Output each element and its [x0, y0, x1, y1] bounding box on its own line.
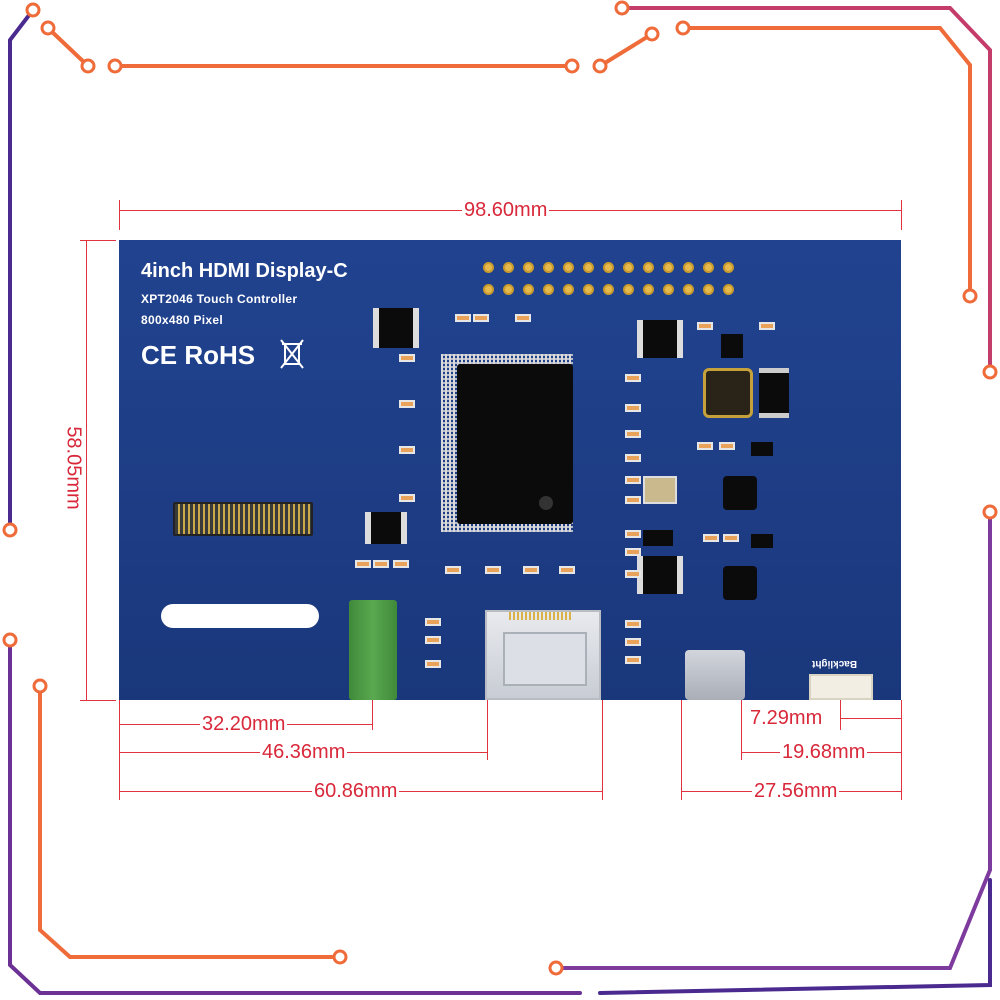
resolution-label: 800x480 Pixel	[141, 313, 223, 327]
crystal	[643, 476, 677, 504]
ic-right-4	[723, 566, 757, 600]
mounting-slot	[161, 604, 319, 628]
hdmi-pins	[509, 612, 573, 620]
backlight-label: Backlight	[812, 658, 858, 669]
hdmi-port	[485, 610, 601, 700]
ic-right-2	[637, 556, 683, 594]
dim-hdmi-left: 46.36mm	[260, 741, 348, 763]
dim-audio-jack: 32.20mm	[200, 713, 288, 735]
board-title: 4inch HDMI Display-C	[141, 260, 348, 282]
audio-jack	[349, 600, 397, 700]
ic-right-5	[721, 334, 743, 358]
regulator-1	[751, 442, 773, 456]
dim-width: 98.60mm	[462, 199, 550, 221]
dim-height: 58.05mm	[62, 424, 85, 512]
dim-backlight-left: 7.29mm	[748, 707, 825, 729]
small-ic	[643, 530, 673, 546]
dim-hdmi-right: 60.86mm	[312, 780, 400, 802]
ic-right-3	[723, 476, 757, 510]
dim-backlight-right: 19.68mm	[780, 741, 868, 763]
dim-usb-left: 27.56mm	[752, 780, 840, 802]
controller-label: XPT2046 Touch Controller	[141, 292, 298, 306]
ic-bottom-left	[365, 512, 407, 544]
main-chip	[457, 364, 573, 524]
certification-marks: CE RoHS	[141, 340, 256, 370]
ic-top-left	[373, 308, 419, 348]
weee-bin-icon	[280, 339, 304, 369]
regulator-2	[751, 534, 773, 548]
inductor	[703, 368, 753, 418]
fpc-connector	[173, 502, 313, 536]
pcb-board: 4inch HDMI Display-C XPT2046 Touch Contr…	[119, 240, 901, 700]
ic-right-1	[637, 320, 683, 358]
diode	[759, 368, 789, 418]
micro-usb-port	[685, 650, 745, 700]
backlight-connector	[809, 674, 873, 700]
chip-dot	[539, 496, 553, 510]
gpio-header	[483, 262, 743, 302]
